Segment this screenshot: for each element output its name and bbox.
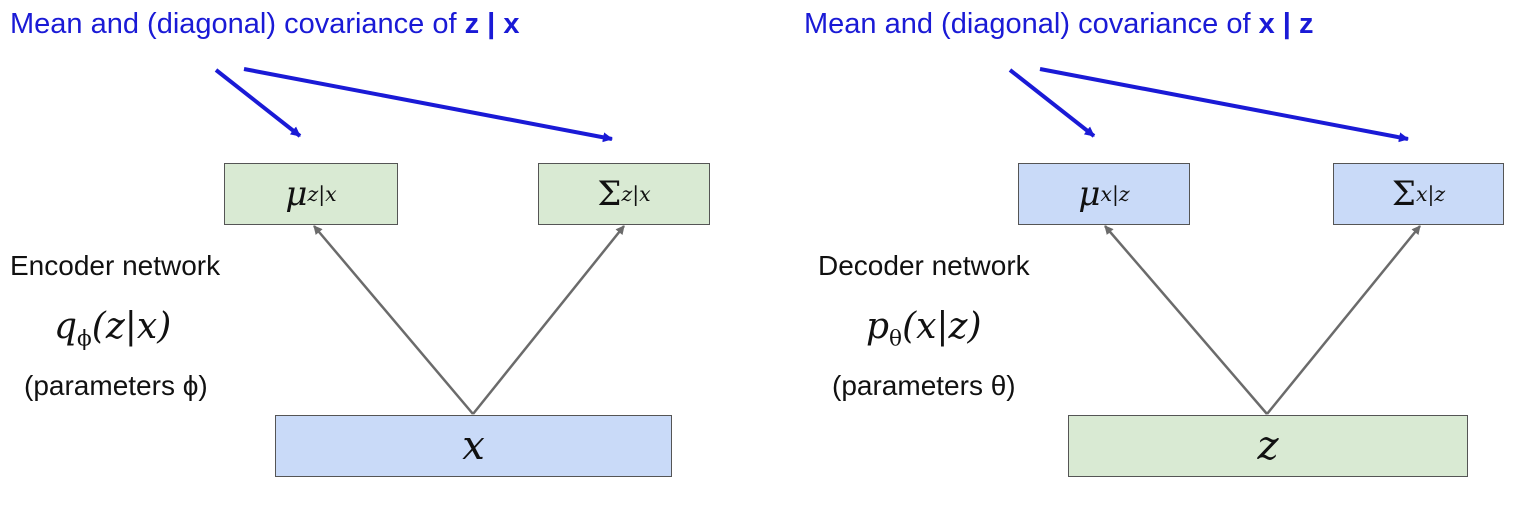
encoder-dist-sub: ϕ: [77, 326, 92, 352]
encoder-mean-sub: z|x: [307, 182, 337, 206]
decoder-input-box: z: [1068, 415, 1468, 477]
decoder-mean-sub: x|z: [1100, 182, 1130, 206]
encoder-caption-prefix: Mean and (diagonal) covariance of: [10, 8, 465, 40]
encoder-dist-symbol: q: [54, 306, 78, 347]
encoder-cov-sub: z|x: [621, 182, 651, 206]
decoder-dist-symbol: p: [866, 306, 890, 347]
decoder-dist-args: (x|z): [902, 306, 982, 347]
decoder-input-symbol: z: [1257, 423, 1279, 469]
decoder-cov-symbol: Σ: [1391, 174, 1416, 214]
decoder-input-to-mean-arrow: [1104, 225, 1268, 415]
encoder-input-symbol: x: [462, 423, 485, 469]
encoder-input-box: x: [275, 415, 672, 477]
decoder-caption-to-mean-arrow: [1008, 68, 1096, 138]
encoder-distribution: qϕ(z|x): [54, 306, 171, 352]
decoder-caption-vars: x | z: [1258, 8, 1314, 40]
encoder-network-label: Encoder network: [10, 250, 221, 281]
encoder-input-to-mean-arrow: [313, 225, 474, 415]
decoder-input-to-cov-arrow: [1266, 225, 1421, 415]
decoder-caption-prefix: Mean and (diagonal) covariance of: [804, 8, 1259, 40]
encoder-caption: Mean and (diagonal) covariance of z | x: [10, 8, 519, 41]
decoder-cov-sub: x|z: [1415, 182, 1446, 206]
encoder-input-to-cov-arrow: [472, 225, 625, 415]
encoder-params-label: (parameters ϕ): [24, 370, 208, 401]
encoder-caption-vars: z | x: [464, 8, 520, 40]
decoder-network-label: Decoder network: [818, 250, 1030, 281]
decoder-distribution: pθ(x|z): [866, 306, 982, 352]
encoder-dist-args: (z|x): [91, 306, 172, 347]
decoder-params-label: (parameters θ): [832, 370, 1016, 401]
encoder-mean-symbol: μ: [285, 174, 308, 214]
encoder-caption-to-cov-arrow: [243, 67, 613, 143]
encoder-cov-symbol: Σ: [597, 174, 622, 214]
decoder-caption-to-cov-arrow: [1039, 67, 1409, 143]
decoder-caption: Mean and (diagonal) covariance of x | z: [804, 8, 1313, 41]
decoder-dist-sub: θ: [889, 326, 903, 352]
encoder-caption-to-mean-arrow: [214, 68, 302, 138]
decoder-mean-symbol: μ: [1078, 174, 1101, 214]
